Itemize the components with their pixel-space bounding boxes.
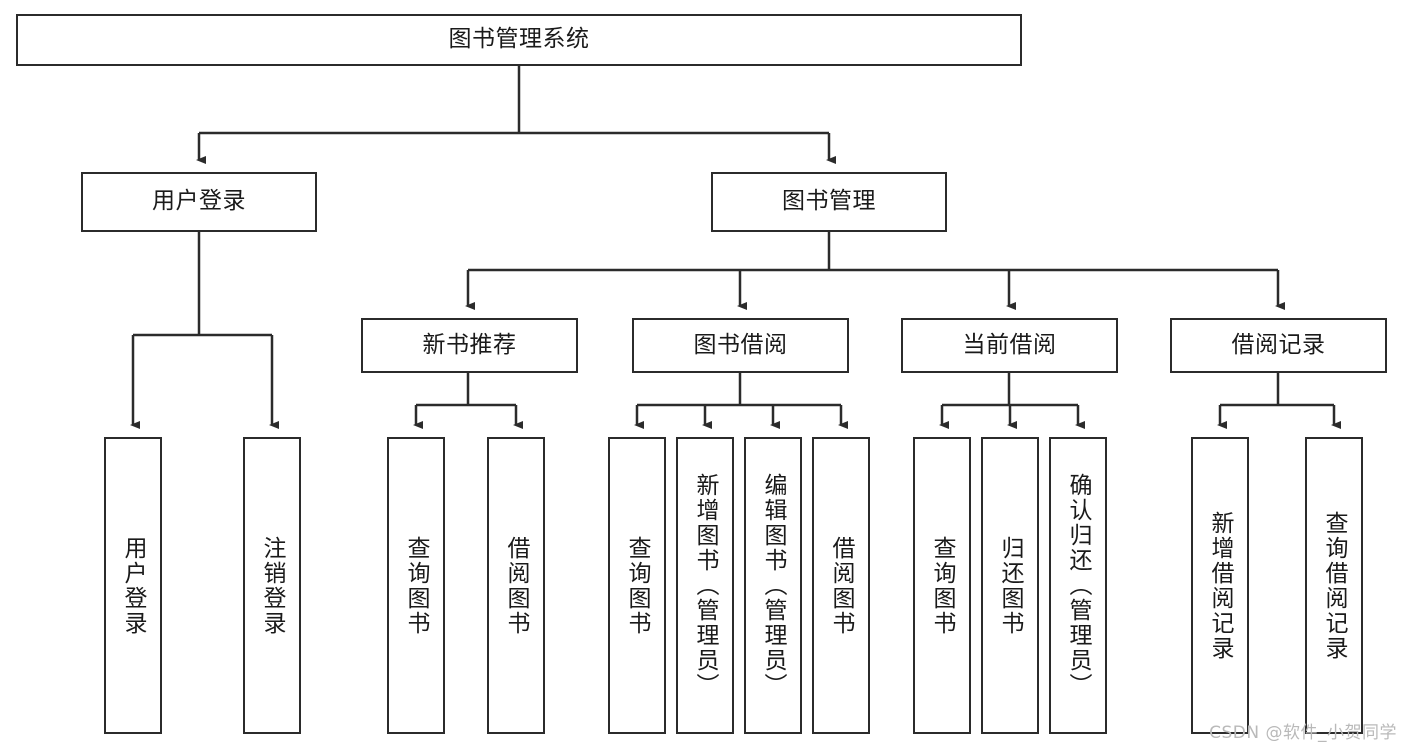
node-leaf-user-login[interactable]: 用户登录 (104, 437, 162, 734)
node-book-borrow-label: 图书借阅 (693, 331, 788, 358)
node-leaf-query-book-3-label: 查询图书 (929, 535, 955, 636)
node-user-login-label: 用户登录 (152, 188, 246, 215)
node-user-login[interactable]: 用户登录 (81, 172, 317, 232)
node-leaf-query-book-2-label: 查询图书 (624, 535, 650, 636)
node-new-book-recommend[interactable]: 新书推荐 (361, 318, 578, 373)
node-leaf-borrow-book-2-label: 借阅图书 (828, 535, 854, 636)
node-leaf-user-login-label: 用户登录 (120, 535, 146, 636)
node-leaf-query-book-1[interactable]: 查询图书 (387, 437, 445, 734)
node-leaf-query-borrow-record[interactable]: 查询借阅记录 (1305, 437, 1363, 734)
node-borrow-record[interactable]: 借阅记录 (1170, 318, 1387, 373)
node-leaf-borrow-book-2[interactable]: 借阅图书 (812, 437, 870, 734)
node-leaf-confirm-return-admin-label: 确认归还（管理员） (1065, 473, 1091, 698)
node-leaf-confirm-return-admin[interactable]: 确认归还（管理员） (1049, 437, 1107, 734)
node-book-manage[interactable]: 图书管理 (711, 172, 947, 232)
node-leaf-logout[interactable]: 注销登录 (243, 437, 301, 734)
node-leaf-borrow-book-1[interactable]: 借阅图书 (487, 437, 545, 734)
node-book-borrow[interactable]: 图书借阅 (632, 318, 849, 373)
node-current-borrow-label: 当前借阅 (962, 331, 1057, 358)
node-leaf-query-book-3[interactable]: 查询图书 (913, 437, 971, 734)
node-leaf-query-borrow-record-label: 查询借阅记录 (1321, 510, 1347, 661)
watermark-text: CSDN @软件_小贺同学 (1209, 723, 1397, 743)
node-borrow-record-label: 借阅记录 (1231, 331, 1326, 358)
node-leaf-return-book-label: 归还图书 (997, 535, 1023, 636)
node-leaf-add-borrow-record[interactable]: 新增借阅记录 (1191, 437, 1249, 734)
node-leaf-query-book-1-label: 查询图书 (403, 535, 429, 636)
node-leaf-logout-label: 注销登录 (259, 535, 285, 636)
node-book-manage-label: 图书管理 (782, 188, 876, 215)
node-leaf-borrow-book-1-label: 借阅图书 (503, 535, 529, 636)
node-leaf-add-book-admin[interactable]: 新增图书（管理员） (676, 437, 734, 734)
node-leaf-query-book-2[interactable]: 查询图书 (608, 437, 666, 734)
node-root-label: 图书管理系统 (448, 26, 590, 53)
node-new-book-recommend-label: 新书推荐 (422, 331, 517, 358)
node-leaf-edit-book-admin-label: 编辑图书（管理员） (760, 473, 786, 698)
node-current-borrow[interactable]: 当前借阅 (901, 318, 1118, 373)
node-leaf-edit-book-admin[interactable]: 编辑图书（管理员） (744, 437, 802, 734)
node-leaf-add-borrow-record-label: 新增借阅记录 (1207, 510, 1233, 661)
node-leaf-add-book-admin-label: 新增图书（管理员） (692, 473, 718, 698)
node-root[interactable]: 图书管理系统 (16, 14, 1022, 66)
node-leaf-return-book[interactable]: 归还图书 (981, 437, 1039, 734)
